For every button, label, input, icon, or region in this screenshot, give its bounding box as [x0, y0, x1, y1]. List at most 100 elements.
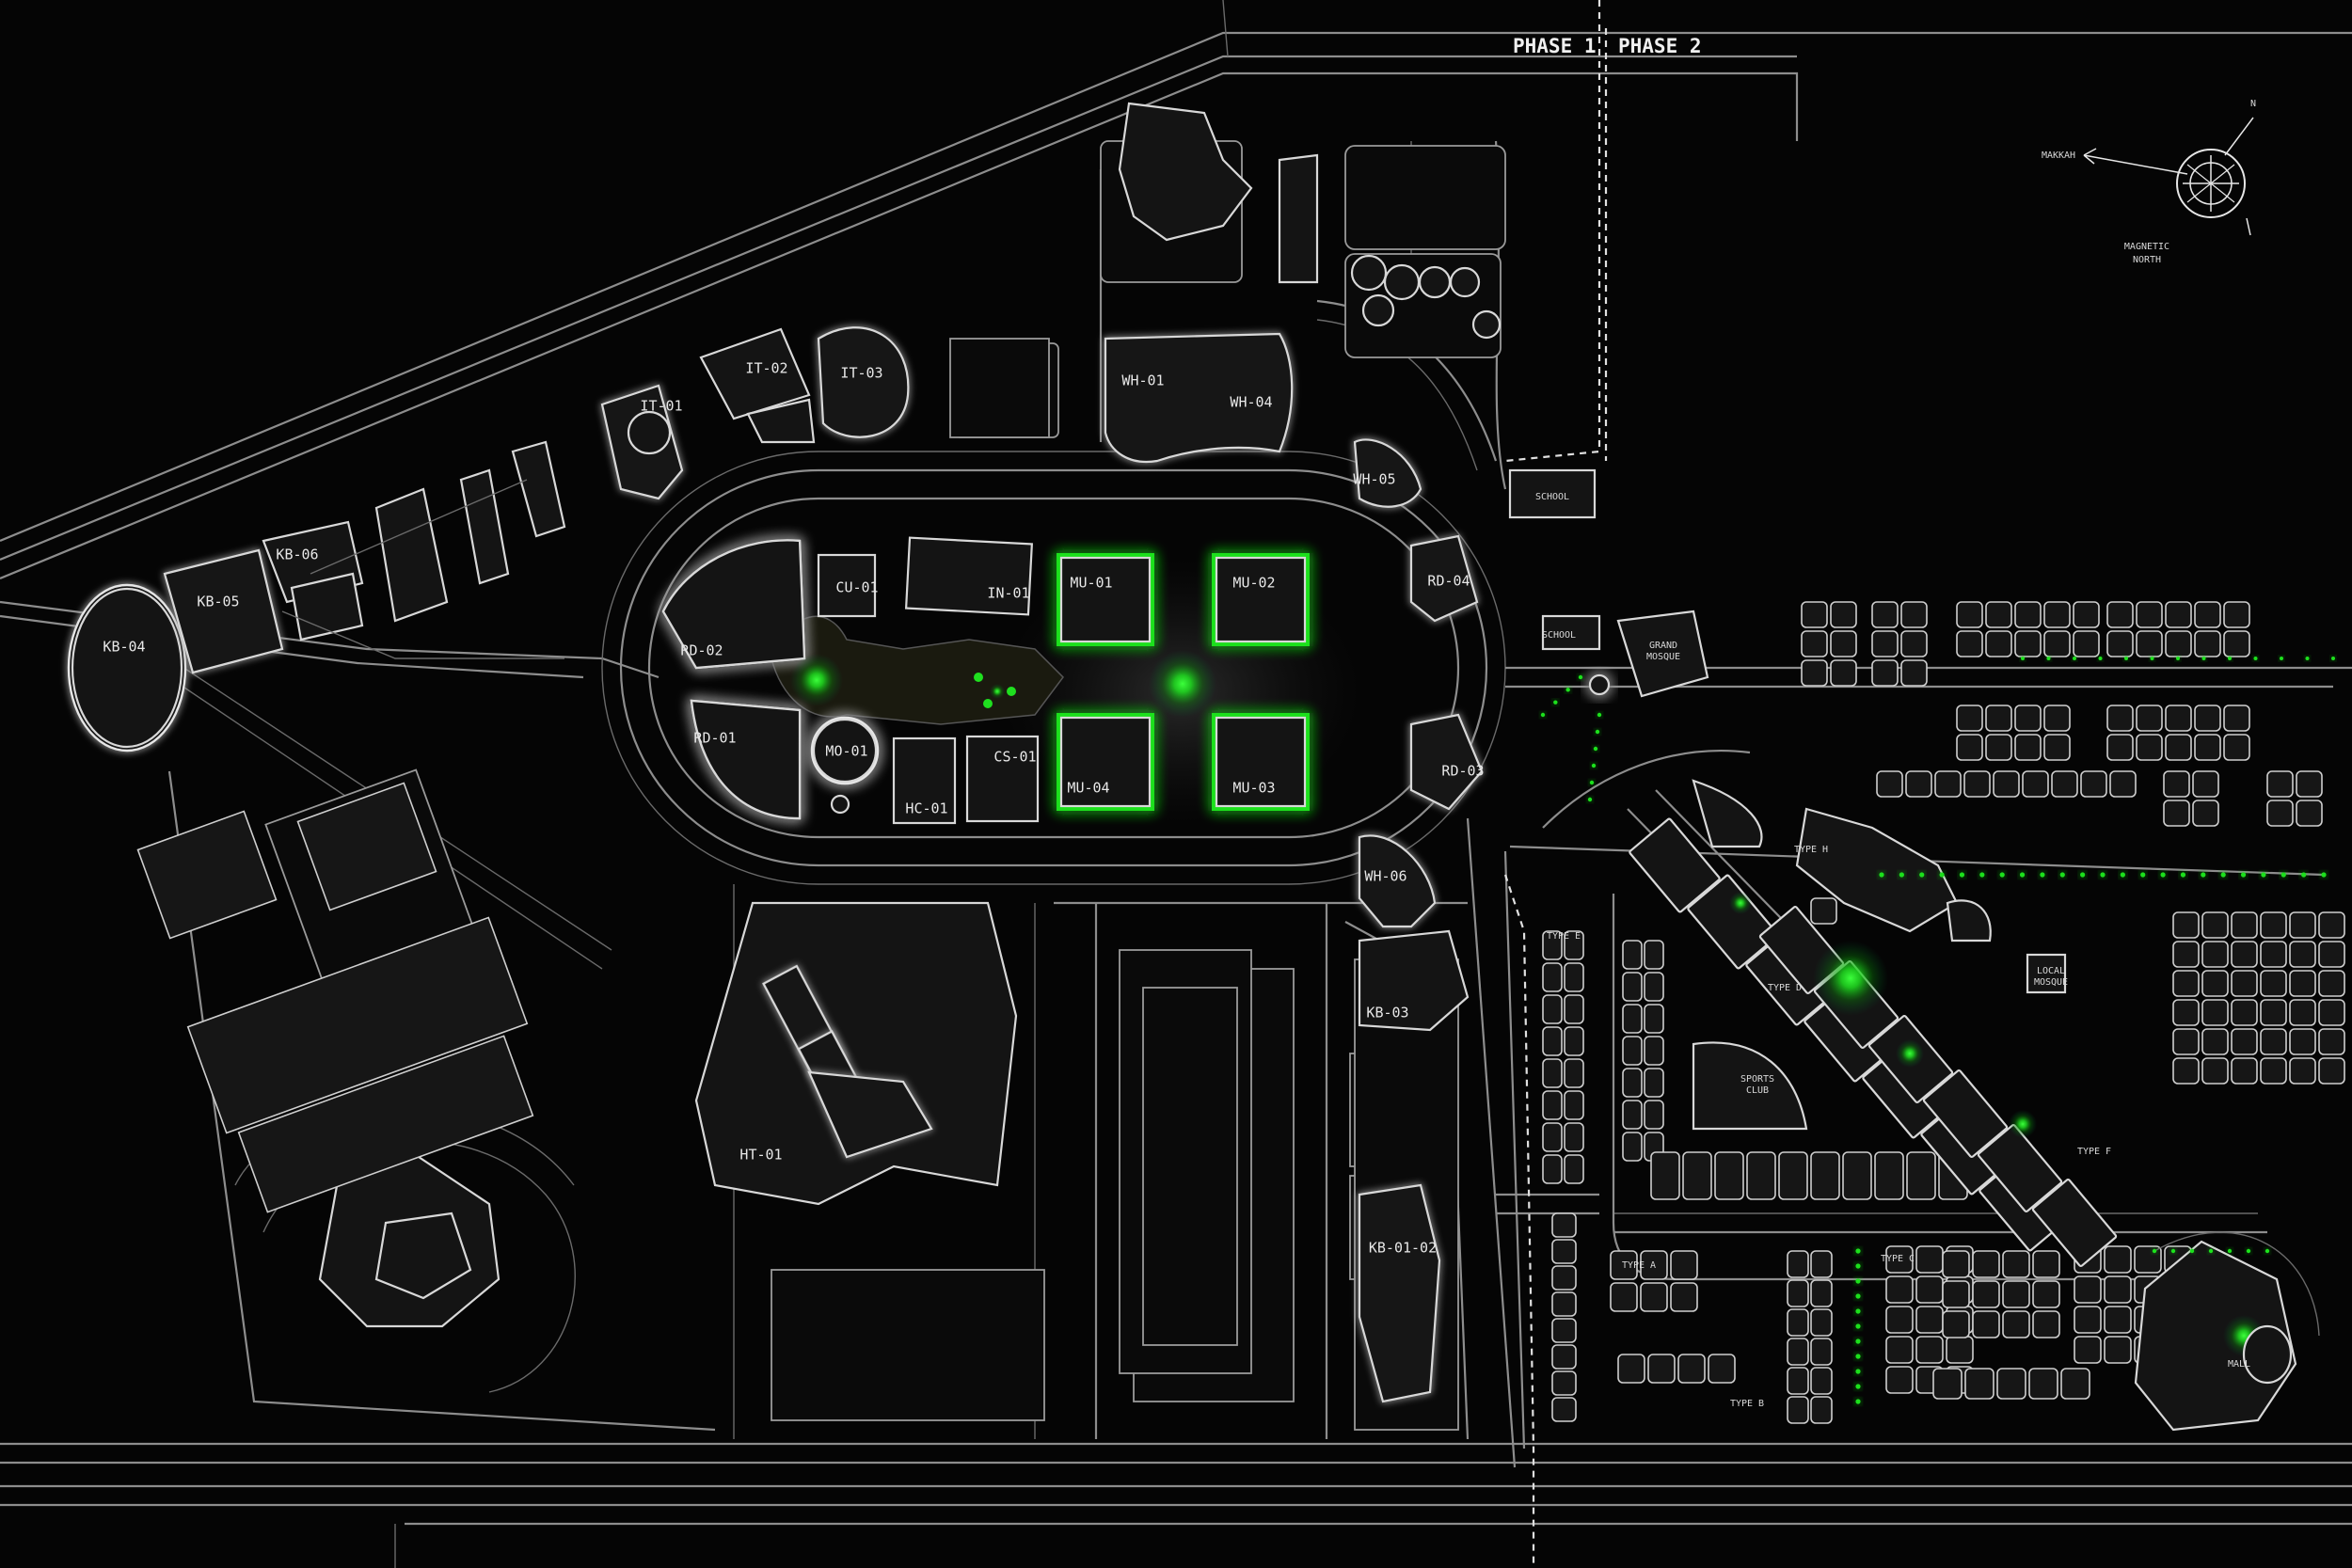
- villa-unit: [1670, 1282, 1698, 1312]
- villa-unit: [2043, 705, 2071, 732]
- villa-unit: [2080, 770, 2107, 798]
- villa-unit: [2104, 1275, 2132, 1304]
- villa-unit: [1551, 1370, 1577, 1396]
- villa-unit: [2104, 1306, 2132, 1334]
- villa-unit: [1972, 1250, 2000, 1278]
- landscape-light: [2220, 872, 2226, 878]
- landscape-light: [2228, 657, 2232, 660]
- landscape-light: [1979, 872, 1985, 878]
- villa-unit: [1622, 1100, 1643, 1130]
- villa-unit: [2296, 770, 2323, 798]
- landscape-light: [1597, 712, 1602, 718]
- villa-unit: [2289, 970, 2316, 997]
- mu-02-label: MU-02: [1232, 575, 1275, 592]
- villa-unit: [1542, 1090, 1563, 1120]
- villa-unit: [1934, 770, 1962, 798]
- villa-unit: [2266, 770, 2294, 798]
- villa-unit: [1682, 1151, 1712, 1200]
- landscape-light: [1553, 700, 1558, 705]
- villa-unit: [1830, 659, 1857, 687]
- landscape-light: [1589, 780, 1595, 785]
- villa-unit: [1542, 930, 1563, 960]
- villa-unit: [1956, 630, 1983, 657]
- landscape-light: [1855, 1399, 1861, 1404]
- villa-unit: [2172, 1057, 2200, 1085]
- landscape-light: [1959, 872, 1965, 878]
- villa-unit: [1542, 1058, 1563, 1088]
- villa-unit: [1842, 1151, 1872, 1200]
- villa-unit: [1622, 1036, 1643, 1066]
- type-h-label: TYPE H: [1794, 845, 1828, 855]
- landscape-light: [2152, 1248, 2157, 1254]
- villa-unit: [2022, 770, 2049, 798]
- landscape-light: [1565, 688, 1570, 692]
- landscape-light: [1879, 872, 1884, 878]
- phase-1-label: PHASE 1: [1513, 35, 1597, 57]
- landscape-light: [1855, 1323, 1861, 1329]
- villa-unit: [2231, 1028, 2258, 1055]
- landscape-light: [2280, 657, 2283, 660]
- villa-unit: [1551, 1265, 1577, 1291]
- villa-unit: [1956, 705, 1983, 732]
- ht-01-complex: [694, 901, 1459, 1431]
- mu-01-label: MU-01: [1070, 575, 1112, 592]
- villa-unit: [1874, 1151, 1904, 1200]
- villa-unit: [1946, 1336, 1974, 1364]
- villa-unit: [1564, 1154, 1584, 1184]
- landscape-light: [2150, 657, 2154, 660]
- southwest-campus: [136, 782, 576, 1393]
- type-c-label: TYPE C: [1881, 1254, 1915, 1264]
- villa-unit: [2318, 1028, 2345, 1055]
- villa-unit: [1787, 1250, 1809, 1278]
- grand-label: GRAND: [1649, 641, 1677, 651]
- landscape-light: [2189, 1248, 2195, 1254]
- wh-04-label: WH-04: [1230, 394, 1272, 411]
- villa-unit: [1714, 1151, 1744, 1200]
- villa-unit: [2201, 911, 2229, 939]
- villa-unit: [1996, 1368, 2026, 1400]
- villa-unit: [1932, 1368, 1963, 1400]
- phase-2-label: PHASE 2: [1618, 35, 1702, 57]
- villa-unit: [1787, 1279, 1809, 1307]
- villa-unit: [2136, 734, 2163, 761]
- type-d-label: TYPE D: [1768, 983, 1802, 993]
- villa-unit: [2163, 770, 2190, 798]
- hc-01-label: HC-01: [905, 800, 947, 817]
- villa-unit: [2318, 970, 2345, 997]
- villa-unit: [2014, 630, 2042, 657]
- local-label: LOCAL: [2037, 966, 2065, 976]
- kb-south-buildings: [1358, 929, 1470, 1403]
- villa-unit: [1551, 1239, 1577, 1264]
- villa-unit: [2260, 1057, 2287, 1085]
- villa-unit: [1564, 994, 1584, 1024]
- school-mosque-area: [1409, 0, 1709, 1568]
- landscape-light: [2120, 872, 2125, 878]
- villa-unit: [1746, 1151, 1776, 1200]
- villa-unit: [1644, 1004, 1664, 1034]
- villa-unit: [2002, 1280, 2030, 1308]
- landscape-light: [1855, 1263, 1861, 1269]
- central-oval-district: [661, 536, 1359, 825]
- villa-unit: [1885, 1245, 1914, 1274]
- villa-unit: [2194, 601, 2221, 628]
- villa-unit: [2014, 601, 2042, 628]
- villa-unit: [1942, 1250, 1970, 1278]
- villa-unit: [2165, 734, 2192, 761]
- villa-unit: [2289, 1028, 2316, 1055]
- north-label: NORTH: [2133, 255, 2161, 265]
- landscape-lights: [1540, 657, 2335, 1404]
- villa-unit: [1900, 630, 1928, 657]
- villa-unit: [1964, 1368, 1994, 1400]
- mu-03-label: MU-03: [1232, 780, 1275, 797]
- magnetic-label: MAGNETIC: [2124, 242, 2169, 252]
- villa-unit: [1801, 601, 1828, 628]
- villa-unit: [2201, 970, 2229, 997]
- villa-unit: [2231, 911, 2258, 939]
- apartment-block: [2031, 1179, 2118, 1267]
- landscape-light: [2098, 657, 2103, 660]
- landscape-light: [1591, 763, 1597, 768]
- wh-06-label: WH-06: [1364, 868, 1406, 885]
- rd-03-label: RD-03: [1441, 763, 1484, 780]
- villa-unit: [1778, 1151, 1808, 1200]
- villa-unit: [2194, 705, 2221, 732]
